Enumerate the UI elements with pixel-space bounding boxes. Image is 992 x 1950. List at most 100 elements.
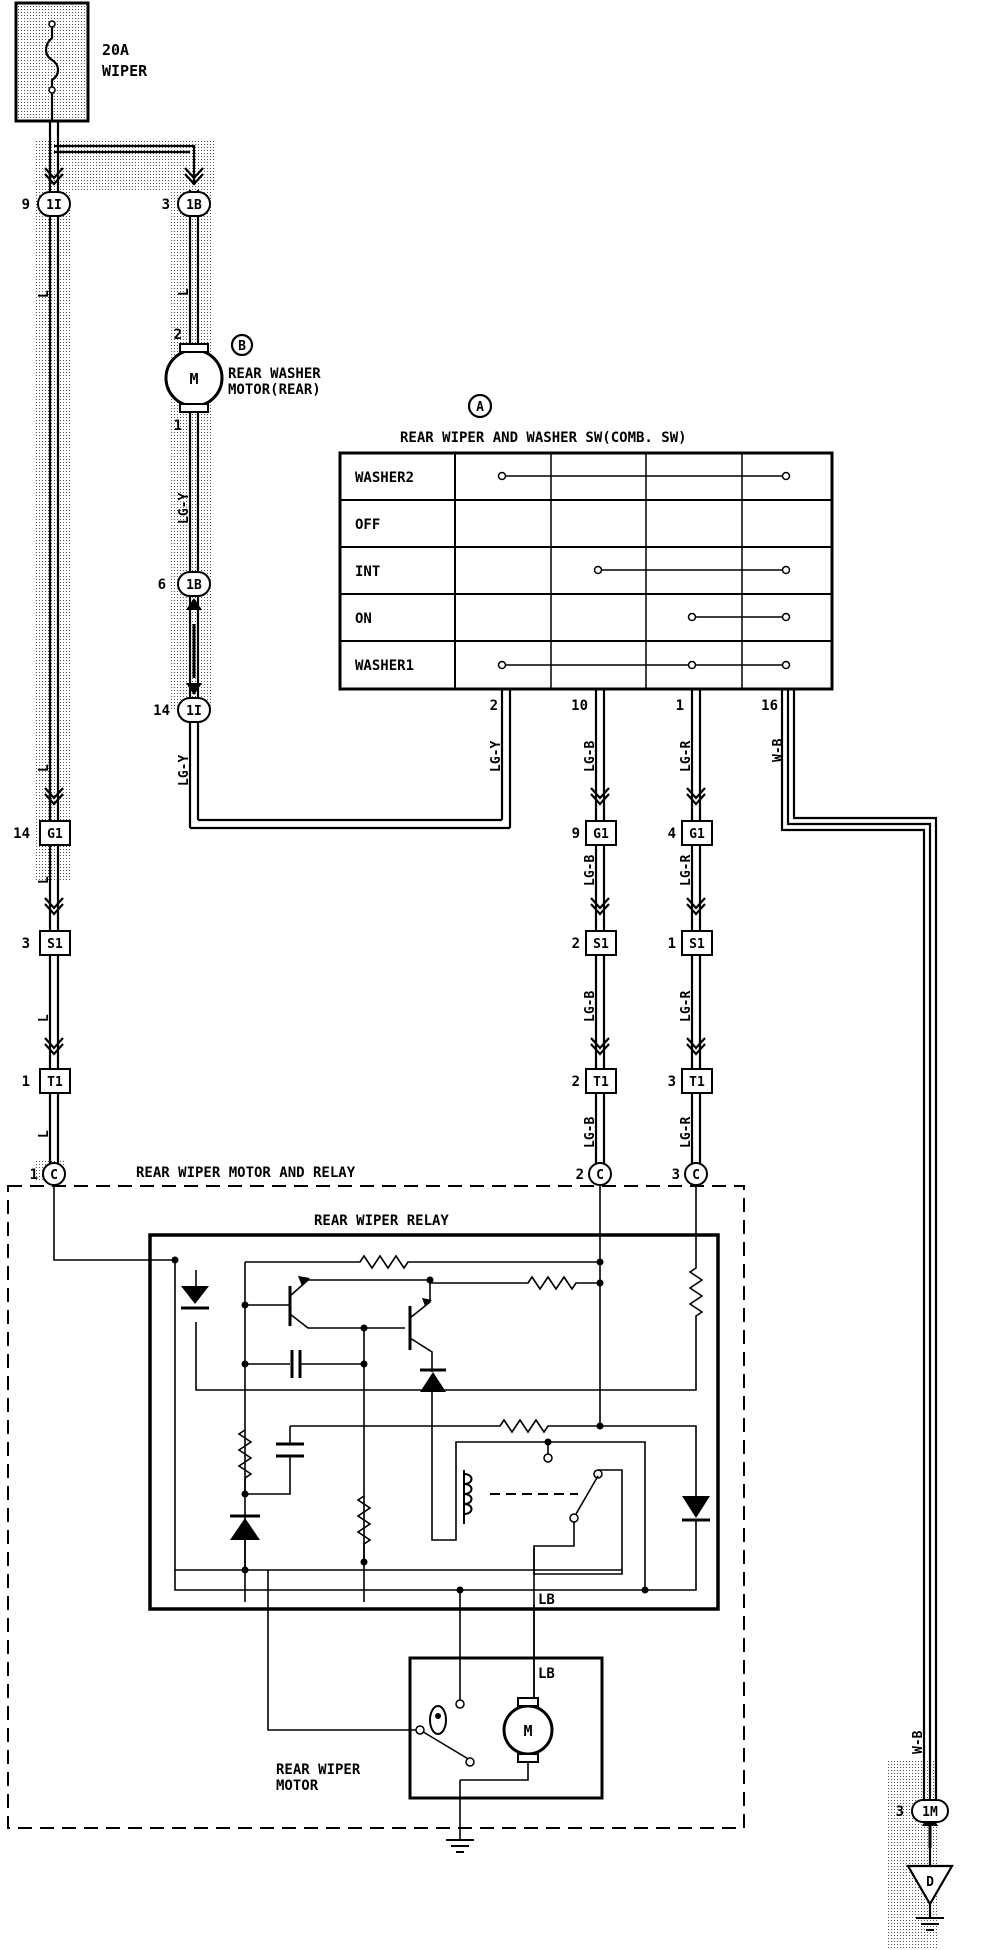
motor-lb-label: LB (538, 1666, 555, 1682)
switch-row-int: INT (355, 564, 380, 580)
label-lgy-3: LG-Y (489, 741, 504, 772)
svg-text:9: 9 (22, 197, 30, 213)
svg-text:S1: S1 (47, 937, 63, 952)
washer-motor-symbol: M (189, 370, 198, 388)
svg-text:14: 14 (153, 703, 170, 719)
washer-motor-pin-bottom: 1 (174, 418, 182, 434)
switch-letter: A (476, 400, 484, 415)
label-wb-2: W-B (911, 1730, 926, 1754)
connector-14-g1: G1 14 (13, 820, 71, 846)
connector-2-s1: S1 2 (572, 930, 617, 956)
label-lgr-4: LG-R (679, 1117, 694, 1148)
label-lgb-3: LG-B (583, 991, 598, 1022)
label-lgr-2: LG-R (679, 855, 694, 886)
svg-text:T1: T1 (593, 1075, 609, 1090)
rear-wiper-relay: REAR WIPER RELAY (53, 1185, 720, 1731)
wire-l-main (43, 120, 205, 1165)
fuse-20a-wiper: 20A WIPER (14, 1, 148, 123)
svg-text:3: 3 (896, 1804, 904, 1820)
switch-row-washer1: WASHER1 (355, 658, 414, 674)
connector-3-1b: 1B 3 (162, 191, 211, 217)
svg-text:T1: T1 (47, 1075, 63, 1090)
connector-1-c: C 1 (30, 1162, 66, 1186)
connector-2-t1: T1 2 (572, 1068, 617, 1094)
wiper-motor-name-2: MOTOR (276, 1778, 319, 1794)
motor-relay-title: REAR WIPER MOTOR AND RELAY (136, 1165, 356, 1181)
switch-row-washer2: WASHER2 (355, 470, 414, 486)
connector-6-1b: 1B 6 (158, 571, 211, 597)
svg-text:2: 2 (576, 1167, 584, 1183)
label-l-1: L (37, 290, 52, 298)
rear-washer-motor: M 2 1 B REAR WASHER MOTOR(REAR) (164, 327, 321, 434)
relay-lb-label: LB (538, 1592, 555, 1608)
wiper-motor-name-1: REAR WIPER (276, 1762, 361, 1778)
svg-text:3: 3 (672, 1167, 680, 1183)
svg-text:G1: G1 (47, 827, 63, 842)
ground-d: D (906, 1848, 954, 1931)
wire-labels: L L L L L L LG-Y LG-Y LG-Y LG-B LG-B LG-… (37, 288, 926, 1754)
svg-text:S1: S1 (593, 937, 609, 952)
label-lgb-4: LG-B (583, 1117, 598, 1148)
svg-text:1: 1 (22, 1074, 30, 1090)
connector-3-s1: S1 3 (22, 930, 71, 956)
svg-text:1I: 1I (46, 198, 62, 213)
label-lgb-1: LG-B (583, 741, 598, 772)
washer-motor-pin-top: 2 (174, 327, 182, 343)
svg-text:3: 3 (162, 197, 170, 213)
wire-w-b (780, 689, 938, 1848)
label-wb-1: W-B (771, 738, 786, 762)
svg-text:14: 14 (13, 826, 30, 842)
svg-text:C: C (692, 1168, 700, 1183)
ground-letter: D (926, 1875, 934, 1890)
connector-3-c: C 3 (672, 1162, 708, 1186)
rear-wiper-motor-and-relay: REAR WIPER MOTOR AND RELAY (7, 1165, 745, 1829)
label-l-5: L (37, 1130, 52, 1138)
svg-text:6: 6 (158, 577, 166, 593)
svg-text:9: 9 (572, 826, 580, 842)
svg-text:1B: 1B (186, 578, 202, 593)
switch-pin-1: 1 (676, 698, 684, 714)
label-lgy-2: LG-Y (177, 755, 192, 786)
label-lgr-3: LG-R (679, 991, 694, 1022)
svg-text:4: 4 (668, 826, 676, 842)
connector-1-s1: S1 1 (668, 930, 713, 956)
label-l-2: L (37, 764, 52, 772)
svg-text:2: 2 (572, 936, 580, 952)
svg-text:1: 1 (30, 1167, 38, 1183)
fuse-rating: 20A (102, 41, 129, 59)
svg-text:T1: T1 (689, 1075, 705, 1090)
connector-9-1i: 1I 9 (22, 191, 71, 217)
switch-pin-2: 2 (490, 698, 498, 714)
washer-motor-letter: B (238, 339, 246, 354)
connector-14-1i: 1I 14 (153, 697, 211, 723)
rear-wiper-motor: LB M REAR WIPER MOTOR (276, 1604, 604, 1853)
switch-row-off: OFF (355, 517, 380, 533)
svg-text:S1: S1 (689, 937, 705, 952)
svg-text:3: 3 (668, 1074, 676, 1090)
svg-text:1M: 1M (922, 1805, 938, 1820)
switch-row-on: ON (355, 611, 372, 627)
svg-text:3: 3 (22, 936, 30, 952)
svg-text:C: C (50, 1168, 58, 1183)
label-l-4: L (37, 1014, 52, 1022)
washer-motor-name-1: REAR WASHER (228, 366, 321, 382)
switch-pin-10: 10 (571, 698, 588, 714)
washer-motor-name-2: MOTOR(REAR) (228, 382, 321, 398)
wiper-motor-symbol: M (523, 1722, 532, 1740)
label-lgy-1: LG-Y (177, 493, 192, 524)
connector-3-t1: T1 3 (668, 1068, 713, 1094)
rear-wiper-washer-switch: A REAR WIPER AND WASHER SW(COMB. SW) WAS… (338, 393, 834, 714)
connector-9-g1: G1 9 (572, 820, 617, 846)
svg-text:1I: 1I (186, 704, 202, 719)
wire-washer-branch (186, 190, 512, 830)
label-l-6: L (177, 288, 192, 296)
svg-text:G1: G1 (689, 827, 705, 842)
fuse-name: WIPER (102, 62, 148, 80)
svg-text:2: 2 (572, 1074, 580, 1090)
switch-pin-16: 16 (761, 698, 778, 714)
connector-2-c: C 2 (576, 1162, 612, 1186)
connector-3-1m: 1M 3 (896, 1799, 949, 1823)
label-lgr-1: LG-R (679, 741, 694, 772)
connector-4-g1: G1 4 (668, 820, 713, 846)
